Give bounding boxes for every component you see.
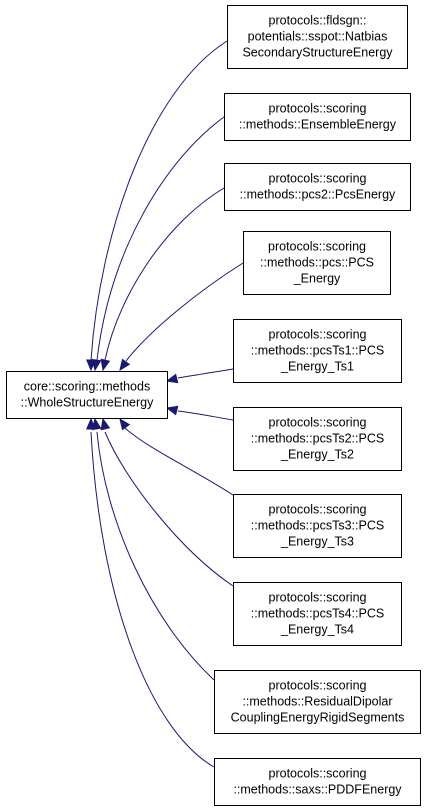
inheritance-arrow-pcsts3 [119, 417, 234, 496]
derived-class-node-pcs2[interactable]: protocols::scoring::methods::pcs2::PcsEn… [224, 163, 411, 211]
edge-line [96, 431, 215, 681]
derived-class-node-pcsts4-label-line: ::methods::pcsTs4::PCS [251, 607, 384, 621]
derived-class-node-natbias-label-line: SecondaryStructureEnergy [242, 46, 393, 60]
derived-class-node-rdc-box [214, 670, 421, 734]
derived-class-node-pddf-label-line: protocols::scoring [269, 767, 367, 781]
class-nodes: core::scoring::methods::WholeStructureEn… [6, 5, 421, 806]
derived-class-node-pcs2-box [224, 163, 411, 211]
derived-class-node-pcsts4[interactable]: protocols::scoring::methods::pcsTs4::PCS… [233, 582, 402, 646]
derived-class-node-pcs2-label-line: ::methods::pcs2::PcsEnergy [240, 188, 396, 202]
base-class-node-box [6, 371, 168, 419]
derived-class-node-pcsts2-label-line: protocols::scoring [269, 416, 367, 430]
derived-class-node-natbias-box [227, 5, 408, 69]
base-class-node-label-line: ::WholeStructureEnergy [21, 396, 154, 410]
inheritance-arrow-pddf [86, 417, 215, 768]
derived-class-node-pcsts3-label-line: ::methods::pcsTs3::PCS [251, 519, 384, 533]
derived-class-node-pcsts2-label-line: ::methods::pcsTs2::PCS [251, 432, 384, 446]
derived-class-node-pddf[interactable]: protocols::scoring::methods::saxs::PDDFE… [214, 758, 421, 806]
arrowhead-icon [119, 417, 131, 431]
derived-class-node-pcsts2-box [233, 407, 402, 471]
inheritance-arrow-natbias [86, 40, 228, 372]
arrowhead-icon [86, 417, 96, 430]
derived-class-node-ensemble-label-line: protocols::scoring [269, 102, 367, 116]
derived-class-node-rdc-label-line: protocols::scoring [269, 679, 367, 693]
derived-class-node-pcs[interactable]: protocols::scoring::methods::pcs::PCS_En… [243, 231, 391, 295]
inheritance-edges [86, 40, 244, 768]
derived-class-node-pddf-box [214, 758, 421, 806]
arrowhead-icon [119, 358, 131, 372]
base-class-node-label-line: core::scoring::methods [24, 380, 150, 394]
derived-class-node-pcs-box [243, 231, 391, 295]
base-class-node[interactable]: core::scoring::methods::WholeStructureEn… [6, 371, 168, 419]
derived-class-node-pcs-label-line: _Energy [293, 272, 341, 286]
edge-line [124, 427, 234, 496]
derived-class-node-pcsts2[interactable]: protocols::scoring::methods::pcsTs2::PCS… [233, 407, 402, 471]
edge-line [177, 368, 234, 379]
edge-line [104, 431, 234, 587]
derived-class-node-pcsts3-label-line: _Energy_Ts3 [280, 535, 354, 549]
inheritance-arrow-pcsts4 [100, 417, 234, 587]
derived-class-node-pcsts3[interactable]: protocols::scoring::methods::pcsTs3::PCS… [233, 494, 402, 558]
derived-class-node-pcsts4-label-line: _Energy_Ts4 [280, 623, 354, 637]
arrowhead-icon [165, 405, 179, 416]
derived-class-node-pddf-label-line: ::methods::saxs::PDDFEnergy [233, 783, 402, 797]
derived-class-node-ensemble-box [224, 93, 411, 141]
edge-line [104, 187, 225, 361]
arrowhead-icon [165, 373, 179, 384]
edge-line [90, 40, 228, 361]
derived-class-node-pcsts1-label-line: ::methods::pcsTs1::PCS [251, 344, 384, 358]
derived-class-node-natbias-label-line: protocols::fldsgn:: [269, 14, 367, 28]
edge-line [177, 410, 234, 421]
derived-class-node-rdc-label-line: CouplingEnergyRigidSegments [231, 711, 405, 725]
derived-class-node-pcsts1-box [233, 319, 402, 383]
inheritance-arrow-pcsts2 [165, 405, 234, 421]
derived-class-node-rdc[interactable]: protocols::scoring::methods::ResidualDip… [214, 670, 421, 734]
derived-class-node-pcs2-label-line: protocols::scoring [269, 172, 367, 186]
derived-class-node-pcs-label-line: ::methods::pcs::PCS [260, 256, 374, 270]
derived-class-node-pcsts4-label-line: protocols::scoring [269, 591, 367, 605]
inheritance-arrow-rdc [91, 417, 215, 681]
derived-class-node-ensemble[interactable]: protocols::scoring::methods::EnsembleEne… [224, 93, 411, 141]
derived-class-node-natbias[interactable]: protocols::fldsgn::potentials::sspot::Na… [227, 5, 408, 69]
derived-class-node-pcsts2-label-line: _Energy_Ts2 [280, 448, 354, 462]
inheritance-arrow-pcs [119, 262, 244, 372]
arrowhead-icon [100, 358, 111, 372]
inheritance-arrow-ensemble [91, 116, 225, 372]
derived-class-node-pcsts1-label-line: _Energy_Ts1 [280, 360, 354, 374]
derived-class-node-pcs-label-line: protocols::scoring [268, 240, 366, 254]
derived-class-node-pcsts4-box [233, 582, 402, 646]
derived-class-node-pcsts1-label-line: protocols::scoring [269, 328, 367, 342]
derived-class-node-pcsts1[interactable]: protocols::scoring::methods::pcsTs1::PCS… [233, 319, 402, 383]
derived-class-node-pcsts3-label-line: protocols::scoring [269, 503, 367, 517]
inheritance-arrow-pcs2 [100, 187, 225, 372]
derived-class-node-ensemble-label-line: ::methods::EnsembleEnergy [239, 118, 397, 132]
derived-class-node-natbias-label-line: potentials::sspot::Natbias [248, 30, 388, 44]
inheritance-arrow-pcsts1 [165, 368, 234, 384]
derived-class-node-rdc-label-line: ::methods::ResidualDipolar [242, 695, 392, 709]
arrowhead-icon [91, 358, 102, 372]
arrowhead-icon [100, 417, 111, 431]
edge-line [125, 262, 244, 362]
edge-line [90, 431, 215, 768]
derived-class-node-pcsts3-box [233, 494, 402, 558]
edge-line [96, 116, 225, 361]
